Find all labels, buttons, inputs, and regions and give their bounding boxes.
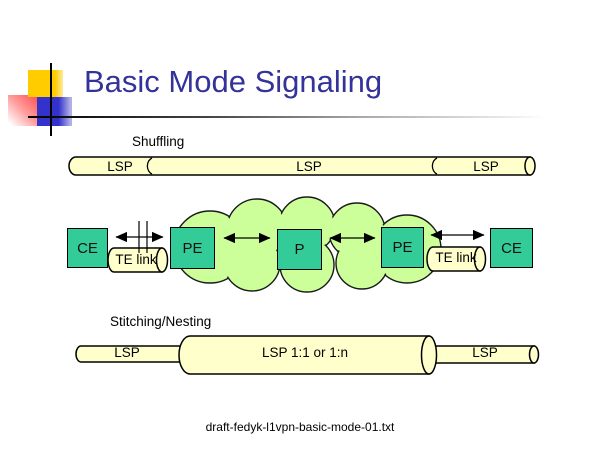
stitching-heading: Stitching/Nesting bbox=[110, 314, 212, 329]
lsp-tube-bottom-middle bbox=[178, 335, 438, 375]
lsp-label-top-3: LSP bbox=[473, 159, 499, 174]
tube-segment-joint bbox=[146, 157, 153, 175]
lsp-label-top-2: LSP bbox=[296, 159, 322, 174]
tube-segment-joint bbox=[431, 157, 438, 175]
node-p: P bbox=[277, 229, 322, 270]
lsp-label-top-1: LSP bbox=[107, 159, 133, 174]
node-pe-left: PE bbox=[170, 227, 215, 269]
te-link-label-left: TE link bbox=[115, 252, 157, 267]
lsp-tube-bottom-right bbox=[427, 345, 540, 364]
title-underline bbox=[28, 116, 545, 118]
lsp-tube-top bbox=[68, 156, 536, 176]
te-link-cylinder-right bbox=[426, 246, 487, 272]
lsp-label-bottom-middle: LSP 1:1 or 1:n bbox=[261, 345, 349, 360]
lsp-label-bottom-right: LSP bbox=[472, 345, 498, 360]
node-pe-right: PE bbox=[381, 227, 424, 268]
node-ce-right: CE bbox=[490, 228, 533, 268]
footer-draft-name: draft-fedyk-l1vpn-basic-mode-01.txt bbox=[205, 420, 395, 434]
deco-blue-square bbox=[37, 97, 72, 126]
shuffling-heading: Shuffling bbox=[132, 134, 185, 149]
te-link-cylinder-left bbox=[107, 247, 169, 273]
node-ce-left: CE bbox=[67, 228, 108, 268]
deco-yellow-square bbox=[28, 70, 63, 97]
lsp-tube-bottom-left bbox=[75, 345, 191, 363]
page-title: Basic Mode Signaling bbox=[84, 64, 383, 99]
lsp-label-bottom-left: LSP bbox=[114, 345, 140, 360]
arrow-ce-pe-left bbox=[115, 221, 164, 253]
te-link-label-right: TE link bbox=[435, 250, 477, 265]
deco-vertical-line bbox=[50, 63, 52, 136]
